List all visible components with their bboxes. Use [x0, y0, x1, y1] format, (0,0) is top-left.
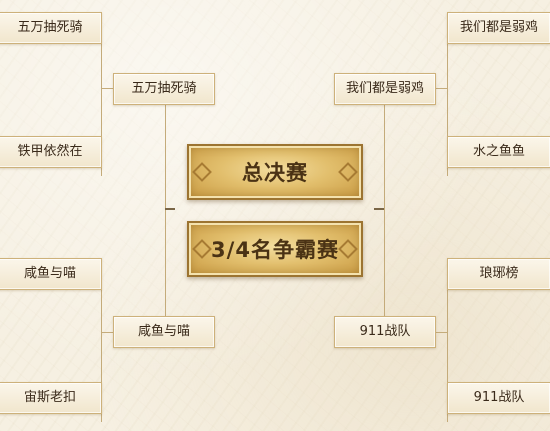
bracket-line	[447, 258, 448, 422]
bracket-connector	[165, 208, 175, 210]
ornament-icon	[338, 239, 358, 259]
bracket-line	[101, 332, 113, 333]
team-slot-right-r2-2[interactable]: 911战队	[334, 316, 436, 348]
bracket-line	[101, 88, 113, 89]
team-slot-left-r2-1[interactable]: 五万抽死骑	[113, 73, 215, 105]
team-slot-left-r1-4[interactable]: 宙斯老扣	[0, 382, 102, 414]
bracket-line	[101, 258, 102, 422]
bracket-line	[435, 88, 447, 89]
bracket-line	[447, 12, 448, 176]
ornament-icon	[338, 162, 358, 182]
team-slot-right-r1-1[interactable]: 我们都是弱鸡	[447, 12, 550, 44]
bracket-line	[165, 104, 166, 316]
bracket-line	[101, 12, 102, 176]
team-slot-left-r2-2[interactable]: 咸鱼与喵	[113, 316, 215, 348]
team-slot-right-r2-1[interactable]: 我们都是弱鸡	[334, 73, 436, 105]
team-slot-right-r1-4[interactable]: 911战队	[447, 382, 550, 414]
third-place-label: 3/4名争霸赛	[211, 238, 339, 262]
bracket-connector	[374, 208, 384, 210]
team-slot-left-r1-1[interactable]: 五万抽死骑	[0, 12, 102, 44]
team-slot-left-r1-2[interactable]: 铁甲依然在	[0, 136, 102, 168]
third-place-button[interactable]: 3/4名争霸赛	[187, 221, 363, 277]
bracket-line	[435, 332, 447, 333]
team-slot-right-r1-3[interactable]: 琅琊榜	[447, 258, 550, 290]
ornament-icon	[192, 162, 212, 182]
bracket-line	[384, 104, 385, 316]
final-label: 总决赛	[242, 161, 308, 185]
team-slot-right-r1-2[interactable]: 水之鱼鱼	[447, 136, 550, 168]
ornament-icon	[192, 239, 212, 259]
final-button[interactable]: 总决赛	[187, 144, 363, 200]
team-slot-left-r1-3[interactable]: 咸鱼与喵	[0, 258, 102, 290]
